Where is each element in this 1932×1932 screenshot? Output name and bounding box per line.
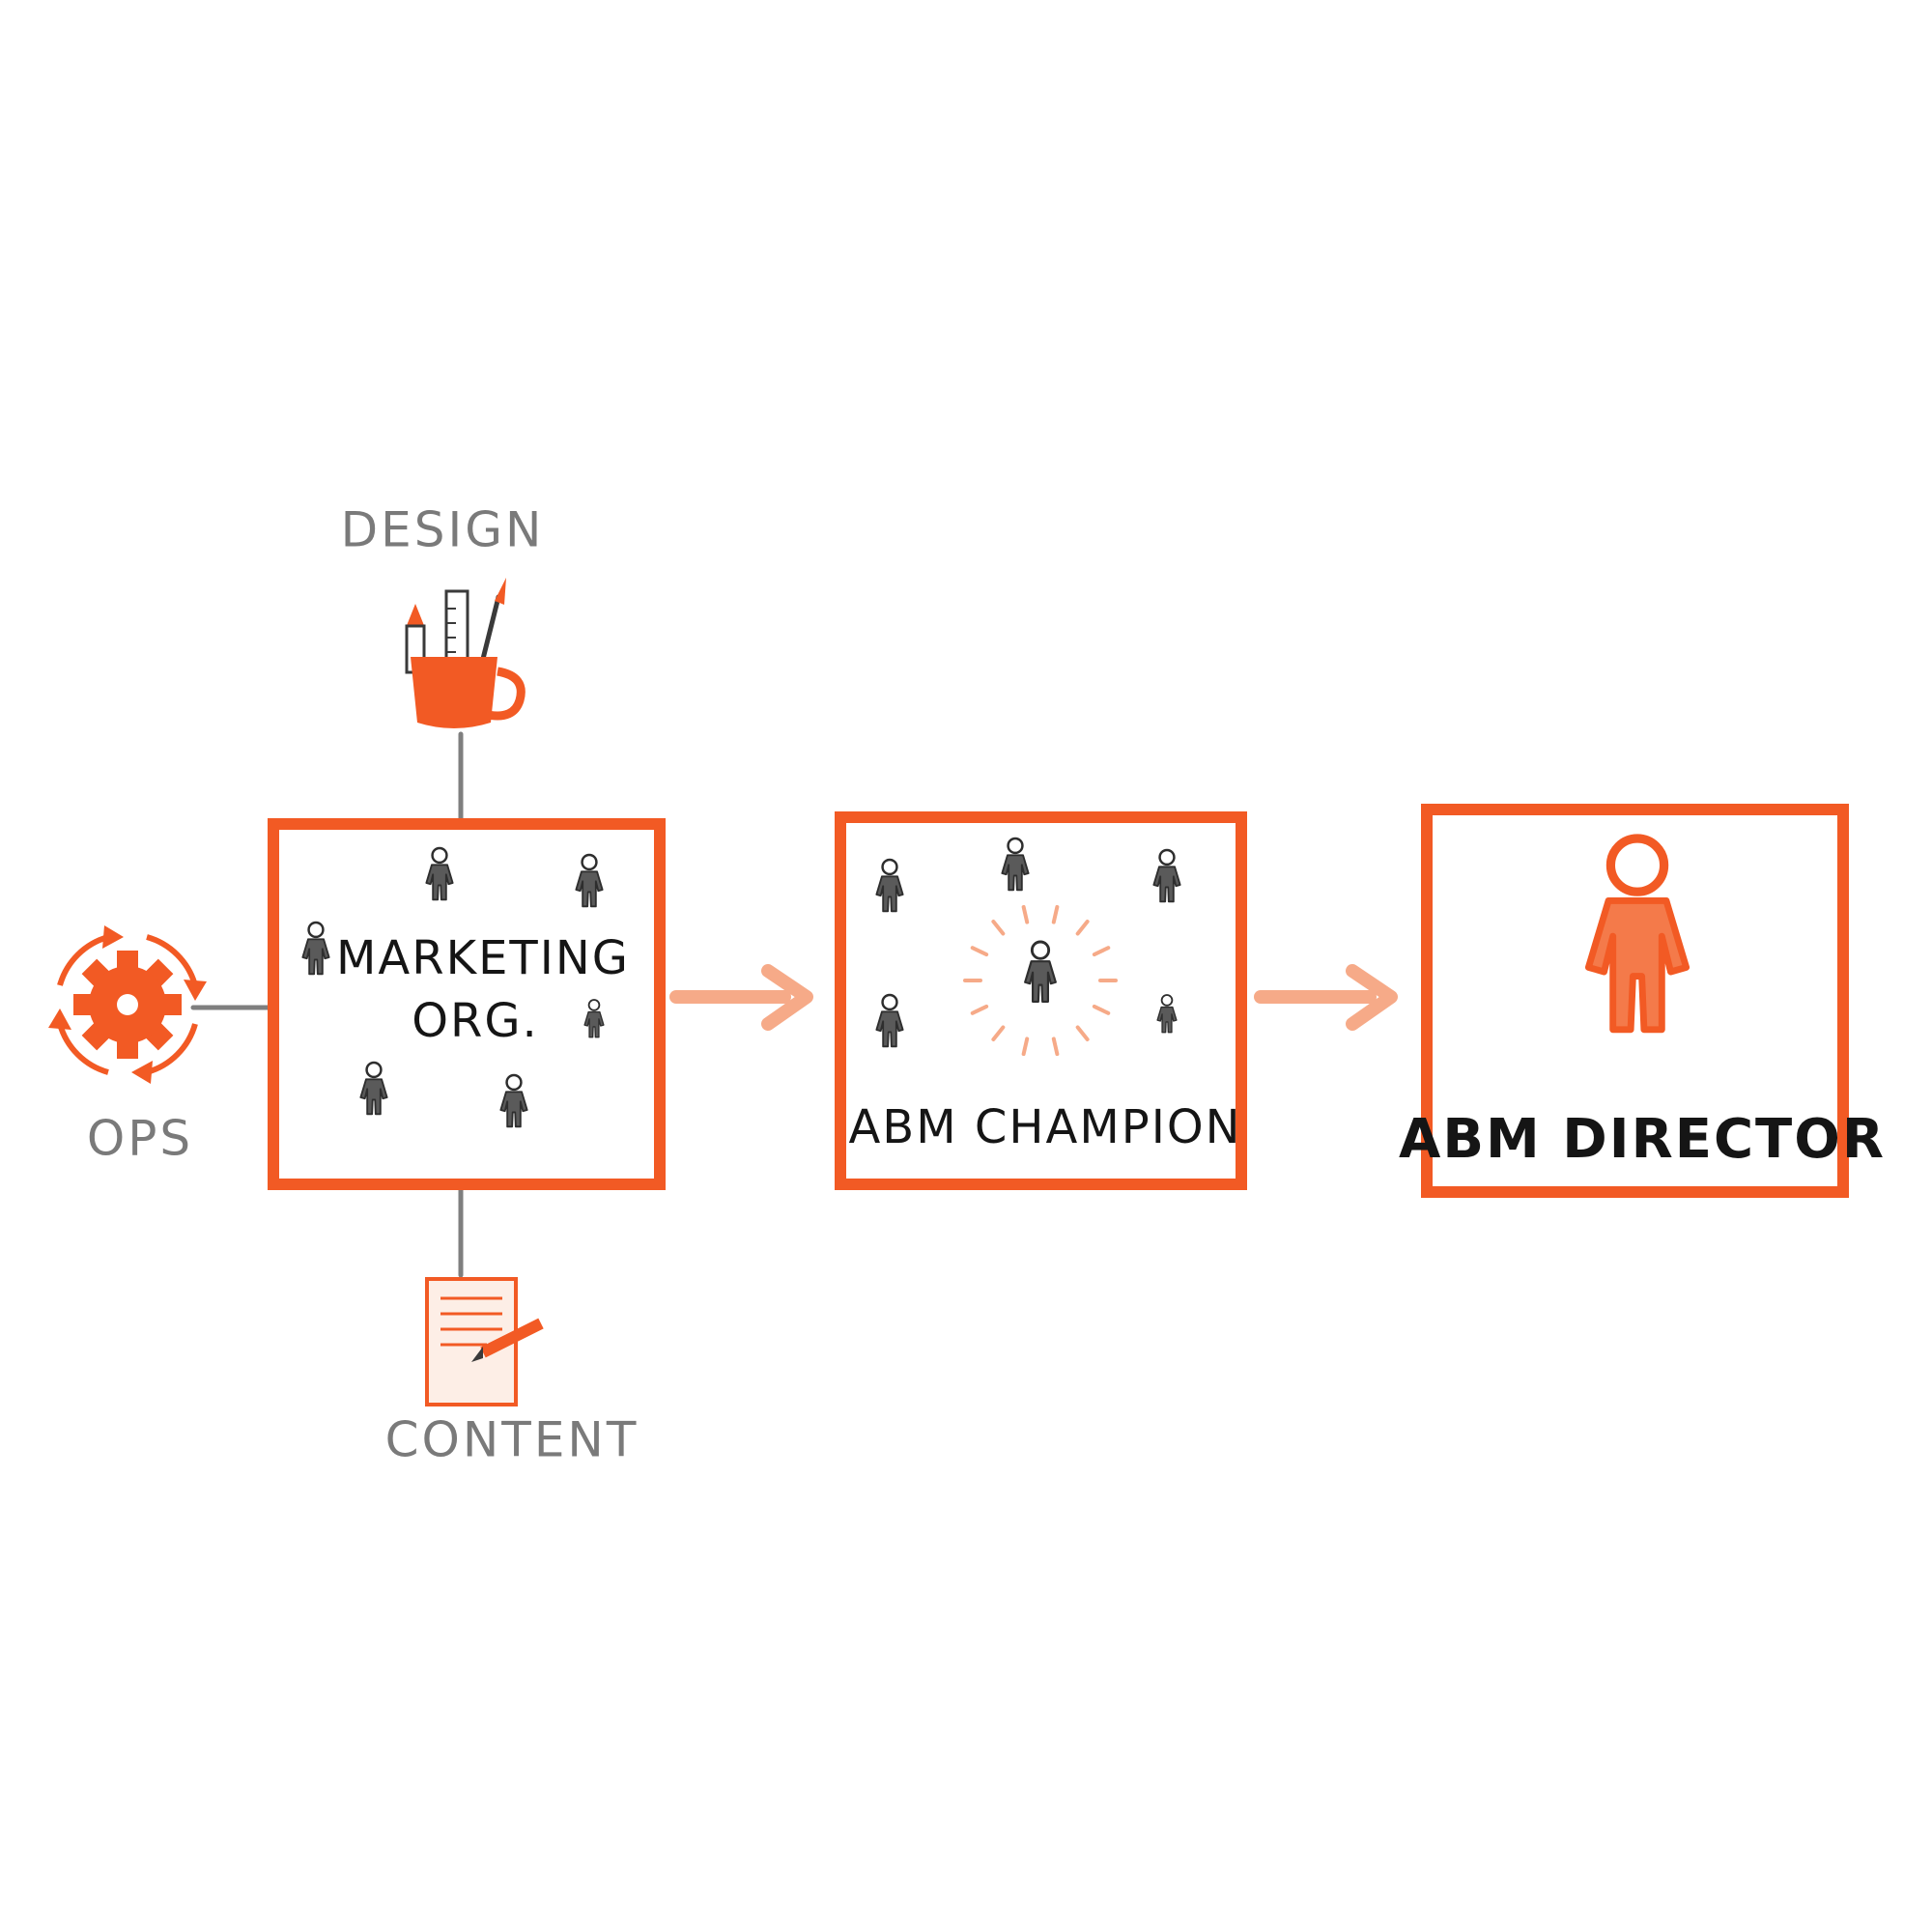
glow-ray (1075, 920, 1090, 936)
glow-ray (991, 1025, 1006, 1041)
glow-ray (970, 1004, 989, 1015)
champion-glow-rays (963, 904, 1118, 1057)
person-icon (875, 858, 904, 913)
marketing-org-label-line-1: MARKETING (336, 931, 630, 985)
content-label: CONTENT (385, 1412, 639, 1468)
glow-ray (1075, 1025, 1090, 1041)
pencil-cup-icon (405, 578, 526, 728)
gear-cycle-icon (48, 925, 207, 1084)
glow-ray (970, 946, 989, 957)
abm-champion-label: ABM CHAMPION (848, 1100, 1241, 1154)
ops-label: OPS (87, 1111, 193, 1167)
person-icon (499, 1073, 528, 1128)
arrow-marketing-to-champion (669, 964, 813, 1031)
director-person-icon (1584, 834, 1690, 1034)
people-layer (301, 834, 1690, 1128)
document-pencil-icon (425, 1277, 544, 1406)
person-icon (1001, 837, 1030, 892)
person-icon (359, 1061, 388, 1116)
glow-ray (1021, 904, 1030, 924)
person-icon (301, 921, 330, 976)
person-icon (575, 853, 604, 908)
marketing-org-label-line-2: ORG. (412, 994, 539, 1048)
person-icon (875, 993, 904, 1048)
glow-ray (1092, 946, 1111, 957)
person-icon (425, 846, 454, 901)
person-icon (583, 999, 605, 1038)
glow-ray (991, 920, 1006, 936)
abm-director-label: ABM DIRECTOR (1399, 1108, 1886, 1171)
glow-ray (1021, 1037, 1030, 1057)
glow-ray (1051, 1037, 1060, 1057)
champion-person-icon (1024, 940, 1057, 1003)
glow-ray (1051, 904, 1060, 924)
glow-ray (1092, 1004, 1111, 1015)
person-icon (1152, 848, 1181, 903)
arrow-champion-to-director (1254, 964, 1398, 1031)
person-icon (1156, 994, 1178, 1034)
design-label: DESIGN (341, 502, 545, 558)
